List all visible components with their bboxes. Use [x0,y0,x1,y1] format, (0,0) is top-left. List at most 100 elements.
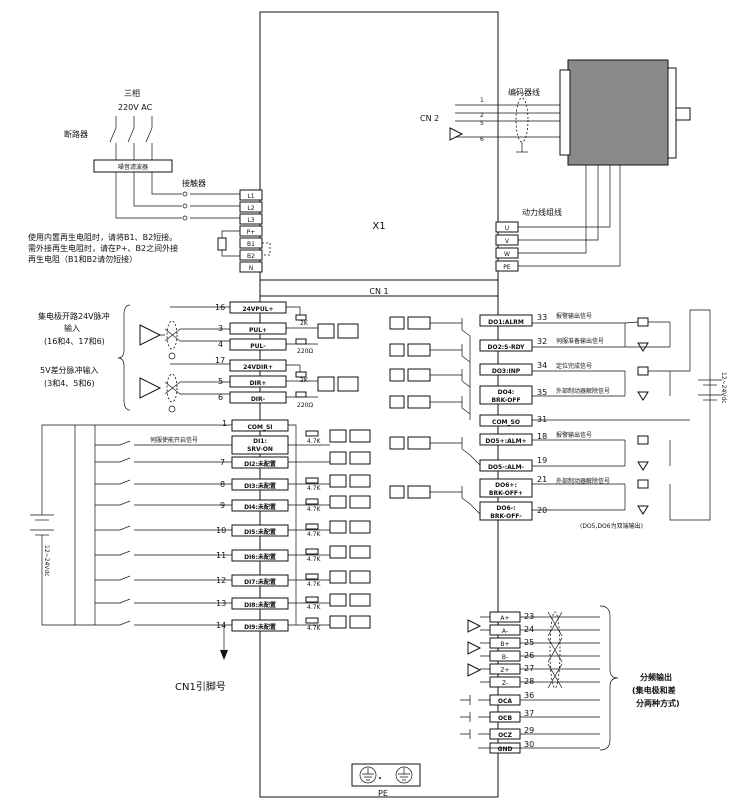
contactor-label: 接触器 [182,178,206,188]
output-boxes [479,314,533,521]
input-res-7: 4.7K [307,604,322,611]
pulse-pin-num-17: 17 [215,356,225,365]
output-num-35: 35 [537,388,547,397]
pulse-oc-label-1: 集电极开路24V脉冲 [38,311,110,321]
input-di3-label: DI3:未配置 [244,482,276,490]
divider-label-ocb: OCB [498,715,513,722]
output-num-33: 33 [537,313,547,322]
input-num-9: 9 [220,501,225,510]
input-di8-label: DI8:未配置 [244,601,276,609]
output-do4-label2: BRK-OFF [491,397,520,404]
x1-terminal-l2: L2 [247,205,254,212]
divider-title-3: 分两种方式) [636,698,680,708]
input-res-3: 4.7K [307,506,322,513]
output-note-inp: 定位完成信号 [556,362,592,370]
output-com-label: COM_SO [492,419,520,426]
input-di6-label: DI6:未配置 [244,553,276,561]
output-note-alarm2: 报警输出信号 [556,431,592,439]
input-num-13: 13 [216,599,226,608]
input-res-4: 4.7K [307,531,322,538]
pulse-pin-num-5: 5 [218,377,223,386]
cn1-pin-label: CN1引脚号 [175,680,226,693]
input-switches [75,440,232,626]
output-do6m-label2: BRK-OFF- [490,513,522,520]
divider-num-25: 25 [524,638,534,647]
output-dual-note: (DO5,DO6为双端输出) [580,522,643,530]
input-di1-label2: SRV-ON [247,446,273,453]
encoder-pin-5: 5 [480,120,484,127]
supply-right-label: 12~24Vdc [720,372,727,404]
output-num-31: 31 [537,415,547,424]
input-res-2: 4.7K [307,485,322,492]
noise-filter-label: 噪音滤波器 [118,163,148,171]
pe-label: PE [378,789,388,798]
input-com-label: COM_SI [247,424,272,431]
cn2-label: CN 2 [420,114,439,123]
output-note-brake: 外部制动器解除信号 [556,387,610,395]
input-di1-label: DI1: [253,438,267,445]
output-do5p-label: DO5+:ALM+ [485,438,526,445]
pulse-res-2k-2: 2K [300,377,309,384]
output-num-32: 32 [537,337,547,346]
input-res-5: 4.7K [307,556,322,563]
output-do6p-label: DO6+: [495,482,517,489]
pulse-diff-label-1: 5V差分脉冲输入 [40,365,99,375]
motor-terminal-w: W [504,251,510,258]
output-do1-label: DO1:ALRM [488,319,524,326]
motor-wire-label: 动力线组线 [522,207,562,217]
breaker-label: 断路器 [64,129,88,139]
divider-label-zplus: Z+ [500,667,509,674]
cn1-title: CN 1 [369,287,388,296]
divider-label-zminus: Z- [502,680,508,687]
encoder-pin-6: 6 [480,136,484,143]
pulse-oc-label-3: (16和4、17和6) [44,337,105,346]
pulse-pin-label-dir-minus: DIR- [251,396,266,403]
divider-num-23: 23 [524,612,534,621]
output-num-21: 21 [537,475,547,484]
input-num-12: 12 [216,576,226,585]
motor-terminal-pe: PE [503,264,511,271]
pulse-brace [117,304,131,411]
divider-num-24: 24 [524,625,534,634]
x1-terminal-l3: L3 [247,217,254,224]
divider-num-30: 30 [524,740,534,749]
input-di9-label: DI9:未配置 [244,623,276,631]
divider-label-bminus: B- [502,654,508,661]
divider-label-oca: OCA [498,698,513,705]
regen-note-3: 再生电阻（B1和B2请勿短接） [28,254,137,264]
servo-motor [559,59,691,166]
voltage-label: 220V AC [118,103,153,112]
pulse-pin-boxes [229,301,287,404]
pulse-pin-label-dir-plus: DIR+ [250,380,267,387]
pulse-res-220-2: 220Ω [297,402,313,409]
output-loads [532,309,722,521]
x1-title: X1 [372,221,385,232]
pulse-drivers [139,306,230,413]
pulse-pin-label-pul-plus: PUL+ [249,327,267,334]
output-do4-label: DO4: [498,389,515,396]
regen-resistor [217,230,271,257]
output-num-20: 20 [537,506,547,515]
motor-terminal-block [495,165,621,272]
output-optocouplers [389,316,481,515]
output-do2-label: DO2:S-RDY [488,344,526,351]
input-res-8: 4.7K [307,625,322,632]
breaker-switches [109,116,153,160]
output-num-18: 18 [537,432,547,441]
supply-left-label: 12~24Vdc [43,545,50,577]
pulse-pin-label-24vpul: 24VPUL+ [242,306,273,313]
divider-title-1: 分频输出 [640,672,672,682]
pulse-oc-label-2: 输入 [64,323,80,333]
motor-terminal-v: V [505,238,510,245]
divider-wiring [460,605,619,751]
output-note-alarm: 报警输出信号 [556,312,592,320]
regen-note-2: 需外接再生电阻时，请在P+、B2之间外接 [28,243,178,253]
input-num-11: 11 [216,551,226,560]
output-do6p-label2: BRK-OFF+ [489,490,523,497]
x1-terminal-b2: B2 [247,253,255,260]
input-di7-label: DI7:未配置 [244,578,276,586]
divider-num-26: 26 [524,651,534,660]
divider-num-37: 37 [524,709,534,718]
input-bus [30,424,232,660]
